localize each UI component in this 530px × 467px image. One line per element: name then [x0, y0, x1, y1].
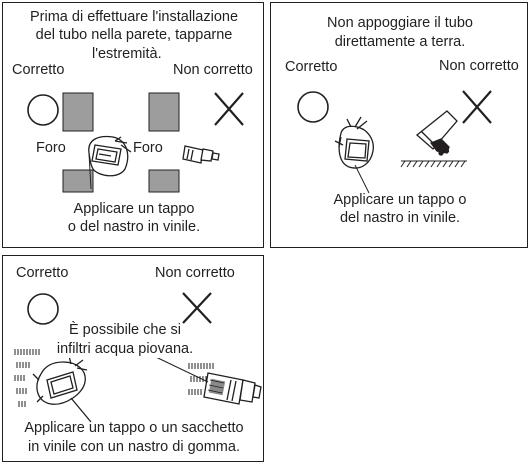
panel2-instruction-line2: direttamente a terra. — [334, 34, 466, 50]
incorrect-cross-icon — [214, 92, 244, 126]
panel3-warning-line1: È possibile che si — [68, 322, 182, 338]
panel2-caption-line2: del nastro in vinile. — [339, 210, 461, 226]
panel2-instruction-line1: Non appoggiare il tubo — [327, 15, 473, 31]
panel1-hole-label-left: Foro — [36, 140, 66, 157]
panel2-caption-line1: Applicare un tappo o — [333, 192, 467, 208]
panel1-hole-label-right: Foro — [133, 140, 163, 157]
rain-icon-left — [14, 349, 40, 407]
panel1-correct-label: Corretto — [12, 62, 65, 78]
wall-lower-right — [148, 169, 180, 193]
open-pipe-end-icon — [182, 145, 220, 164]
panel-wall-installation: Prima di effettuare l'installazione del … — [2, 2, 264, 248]
panel-ground-placement: Non appoggiare il tubo direttamente a te… — [270, 2, 528, 248]
correct-circle-icon — [27, 293, 59, 325]
panel3-warning-line2: infiltri acqua piovana. — [45, 341, 205, 358]
ground-hatch — [400, 160, 467, 168]
panel2-correct-label: Corretto — [285, 59, 338, 75]
correct-circle-icon — [27, 94, 59, 126]
panel2-illustration — [297, 90, 492, 194]
panel1-caption-line1: Applicare un tappo — [73, 201, 195, 217]
caption-leader-line — [354, 164, 370, 194]
pipe-on-ground-icon — [415, 110, 458, 156]
panel3-illustration — [14, 292, 262, 423]
wrapped-pipe-end-icon — [334, 116, 374, 169]
panel3-caption-line2: in vinile con un nastro di gomma. — [28, 439, 240, 455]
panel1-incorrect-label: Non corretto — [173, 62, 253, 78]
panel3-correct-label: Corretto — [16, 265, 69, 281]
panel2-incorrect-label: Non corretto — [439, 58, 519, 74]
panel1-illustration — [27, 92, 244, 193]
panel-rain-protection: Corretto Non corretto — [2, 255, 264, 462]
panel1-instruction-line1: Prima di effettuare l'installazione — [29, 9, 239, 25]
wall-lower-left — [62, 169, 94, 193]
open-pipe-water-entry-icon — [203, 372, 262, 405]
panel1-instruction-line3: l'estremità. — [92, 46, 162, 62]
wall-upper-right — [148, 92, 180, 132]
wall-upper-left — [62, 92, 94, 132]
wrapped-pipe-end-icon — [88, 135, 132, 190]
incorrect-cross-icon — [182, 292, 212, 324]
panel1-instruction-line2: del tubo nella parete, tapparne — [35, 27, 233, 43]
panel1-caption-line2: o del nastro in vinile. — [67, 219, 201, 235]
bagged-pipe-end-icon — [32, 355, 92, 423]
incorrect-cross-icon — [462, 90, 492, 124]
correct-circle-icon — [297, 91, 329, 123]
rain-icon-right — [188, 363, 214, 395]
panel3-incorrect-label: Non corretto — [155, 265, 235, 281]
panel3-caption-line1: Applicare un tappo o un sacchetto — [24, 420, 244, 436]
